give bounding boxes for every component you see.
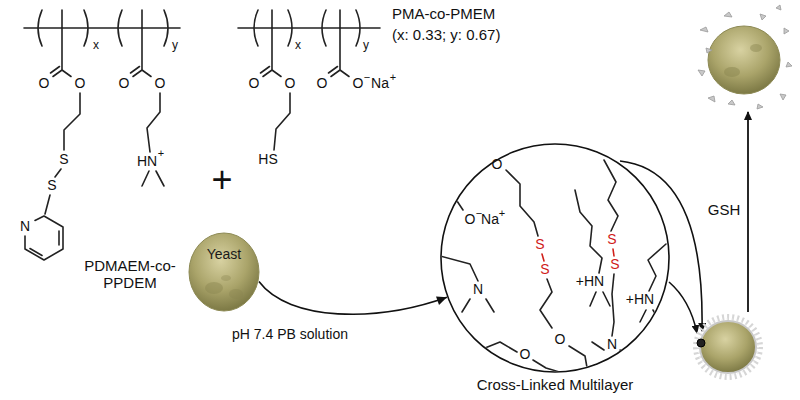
- cell-body: [189, 233, 259, 311]
- atom-label: HS: [258, 152, 277, 167]
- atom-label: O: [353, 76, 364, 91]
- amine-bond: [440, 256, 494, 312]
- chain-bond: [506, 170, 538, 236]
- magnified-view: Cross-Linked Multilayer: [440, 143, 670, 373]
- charge-sign: +: [158, 147, 164, 159]
- multilayer-bonds: [436, 148, 666, 385]
- atom-label: O: [249, 76, 260, 91]
- node-text: Cross-Linked Multilayer: [477, 376, 634, 393]
- atom-label: O: [285, 76, 296, 91]
- released-yeast: [698, 5, 792, 109]
- atom-label: N: [20, 219, 30, 234]
- charge-sign: −: [364, 71, 370, 83]
- disulfide-bond: [542, 254, 544, 261]
- chain-bond: [436, 188, 463, 210]
- coating-fragments: [698, 5, 792, 109]
- charge-sign: +: [390, 71, 396, 83]
- node-outline: [188, 232, 260, 312]
- plus-sign: +: [211, 160, 232, 200]
- cell-texture: [221, 275, 231, 281]
- subscript: x: [93, 39, 99, 52]
- magnifier-arrow: [669, 282, 697, 333]
- atom-label: N: [473, 282, 483, 297]
- zoom-circle: [441, 144, 669, 372]
- repeat-bracket: [254, 10, 360, 46]
- amine-bond: [575, 190, 610, 306]
- atom-label: +HN: [576, 274, 604, 289]
- atom-label: O: [119, 76, 130, 91]
- cell-texture: [205, 282, 223, 294]
- cell-texture: [724, 67, 740, 77]
- polymer-structure: [238, 10, 380, 150]
- atom-label: O: [39, 76, 50, 91]
- carboxylate-bond: [329, 28, 350, 77]
- disulfide-atom: S: [607, 232, 616, 247]
- chain-bond: [540, 279, 552, 328]
- coated-yeast: [696, 317, 760, 377]
- yeast-cell: [700, 321, 756, 373]
- pyridine-ring: [25, 216, 63, 260]
- disulfide-atom: S: [535, 237, 544, 252]
- backbone-bond: [238, 27, 380, 29]
- subscript: x: [295, 39, 301, 52]
- repeat-bracket: [38, 10, 168, 46]
- chain-bond: [440, 148, 488, 160]
- atom-label: +HN: [626, 292, 654, 307]
- atom-label: S: [47, 178, 56, 193]
- subscript: y: [172, 39, 178, 52]
- ester-bond: [261, 28, 282, 77]
- disulfide-bond: [613, 249, 614, 256]
- atom-label: O: [317, 76, 328, 91]
- edge-label: pH 7.4 PB solution: [230, 326, 350, 342]
- chain-bond: [604, 160, 618, 231]
- side-chain-bond: [45, 93, 80, 214]
- atom-label: Na: [371, 76, 389, 91]
- atom-label: N: [607, 337, 617, 352]
- subscript: y: [363, 39, 369, 52]
- amine-bond: [640, 244, 666, 322]
- process-arrow: [259, 282, 447, 315]
- methyl-bond: [272, 10, 340, 28]
- atom-label: HN: [137, 154, 157, 169]
- chain-bond: [480, 342, 566, 374]
- polymer-structure: [24, 10, 180, 260]
- cell-texture: [750, 44, 762, 52]
- composition-note: (x: 0.33; y: 0.67): [392, 27, 500, 44]
- reagent-label: GSH: [708, 202, 741, 219]
- magnifier-arrow: [620, 161, 702, 331]
- node-outline: [440, 143, 670, 373]
- methyl-bond: [62, 10, 142, 28]
- polymer-name: PDMAEM-co-PPDEM: [80, 258, 180, 291]
- atom-label: Na: [481, 212, 499, 227]
- charge-sign: +: [499, 207, 505, 219]
- coating: [696, 317, 760, 377]
- atom-label: O: [520, 347, 531, 362]
- yeast-cell: Yeast: [188, 232, 260, 312]
- zoom-marker: [697, 339, 705, 347]
- yeast-cell: [708, 26, 780, 94]
- atom-label: O: [465, 212, 476, 227]
- disulfide-atom: S: [540, 262, 549, 277]
- side-chain-bond: [142, 93, 164, 186]
- ester-bond: [131, 28, 152, 77]
- polymer-name: PMA-co-PMEM: [392, 6, 495, 23]
- atom-label: S: [59, 152, 68, 167]
- release-arrow: [747, 112, 749, 312]
- atom-label: O: [555, 332, 566, 347]
- side-chain-bond: [274, 93, 290, 150]
- atom-label: O: [155, 76, 166, 91]
- disulfide-atom: S: [610, 257, 619, 272]
- magnifier-arrows: [620, 161, 702, 333]
- cell-texture: [229, 289, 243, 299]
- coating: [698, 319, 758, 375]
- node-text: Yeast: [188, 232, 260, 262]
- arrowhead: [436, 296, 447, 304]
- ester-bond: [51, 28, 72, 77]
- atom-label: O: [75, 76, 86, 91]
- backbone-bond: [24, 27, 180, 29]
